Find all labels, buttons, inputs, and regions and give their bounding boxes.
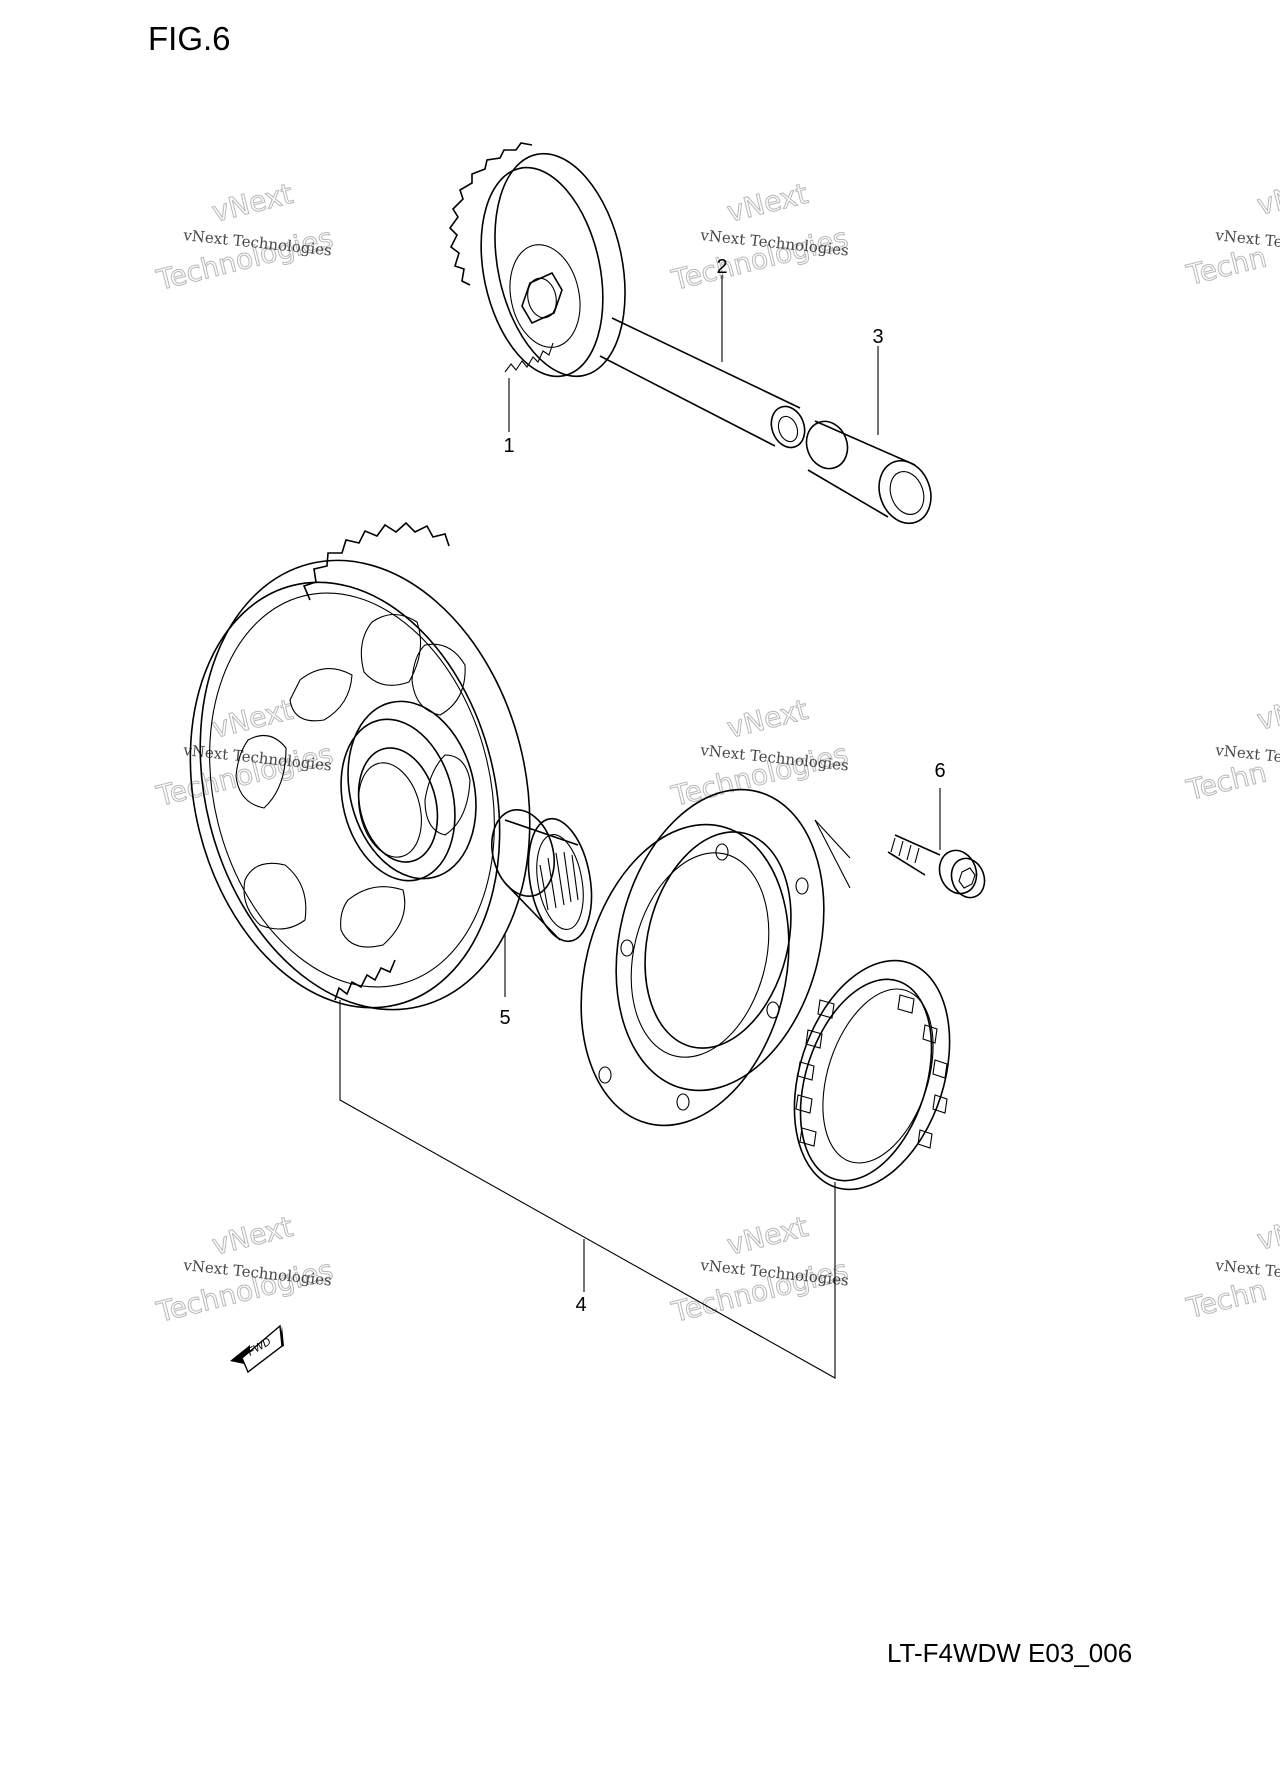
svg-text:vN: vN [1254, 181, 1280, 222]
part-5-needle-bearing [491, 808, 593, 943]
watermark-bottom-right: vN Techn vNext Te [1182, 1215, 1280, 1325]
callout-3: 3 [872, 326, 883, 348]
fwd-arrow-icon: FWD [230, 1324, 284, 1374]
svg-text:vNext: vNext [724, 1210, 811, 1262]
callout-1: 1 [503, 435, 514, 457]
one-way-clutch [793, 959, 951, 1191]
watermark-top-right: vN Techn vNext Te [1182, 180, 1280, 292]
starter-clutch-housing [580, 788, 825, 1127]
svg-text:vNext: vNext [209, 1210, 296, 1262]
svg-text:vNext Te: vNext Te [1214, 226, 1280, 251]
leader-lines [339, 275, 941, 1379]
svg-text:Techn: Techn [1183, 1273, 1270, 1325]
figure-title: FIG.6 [148, 20, 231, 57]
svg-text:vNext: vNext [724, 693, 811, 745]
part-1-idle-gear [448, 142, 626, 378]
watermark-mid-left: vNext Technologies vNext Technologies [152, 692, 336, 813]
svg-text:vNext: vNext [724, 177, 811, 229]
figure-code: LT-F4WDW E03_006 [887, 1638, 1133, 1668]
watermark-mid-center: vNext Technologies vNext Technologies [667, 692, 851, 813]
callout-4: 4 [575, 1294, 586, 1316]
part-2-shaft [599, 317, 806, 449]
callout-6: 6 [934, 760, 945, 782]
part-3-bushing [805, 420, 932, 525]
part-4-starter-clutch-gear [189, 521, 531, 1011]
watermark-bottom-left: vNext Technologies vNext Technologies [152, 1209, 336, 1329]
svg-text:vNext Te: vNext Te [1214, 1256, 1280, 1281]
watermark-mid-right: vN Techn vNext Te [1182, 695, 1280, 807]
watermark-bottom-center: vNext Technologies vNext Technologies [667, 1209, 851, 1329]
callout-2: 2 [716, 256, 727, 278]
part-6-bolt [887, 834, 986, 899]
svg-text:vN: vN [1254, 696, 1280, 737]
svg-text:vNext: vNext [209, 177, 296, 229]
watermark-top-left: vNext Technologies vNext Technologies [152, 176, 336, 297]
svg-text:vNext Te: vNext Te [1214, 741, 1280, 766]
callout-5: 5 [499, 1007, 510, 1029]
watermark-top-center: vNext Technologies vNext Technologies [667, 176, 851, 297]
svg-text:vN: vN [1254, 1216, 1280, 1257]
svg-text:vNext: vNext [209, 693, 296, 745]
